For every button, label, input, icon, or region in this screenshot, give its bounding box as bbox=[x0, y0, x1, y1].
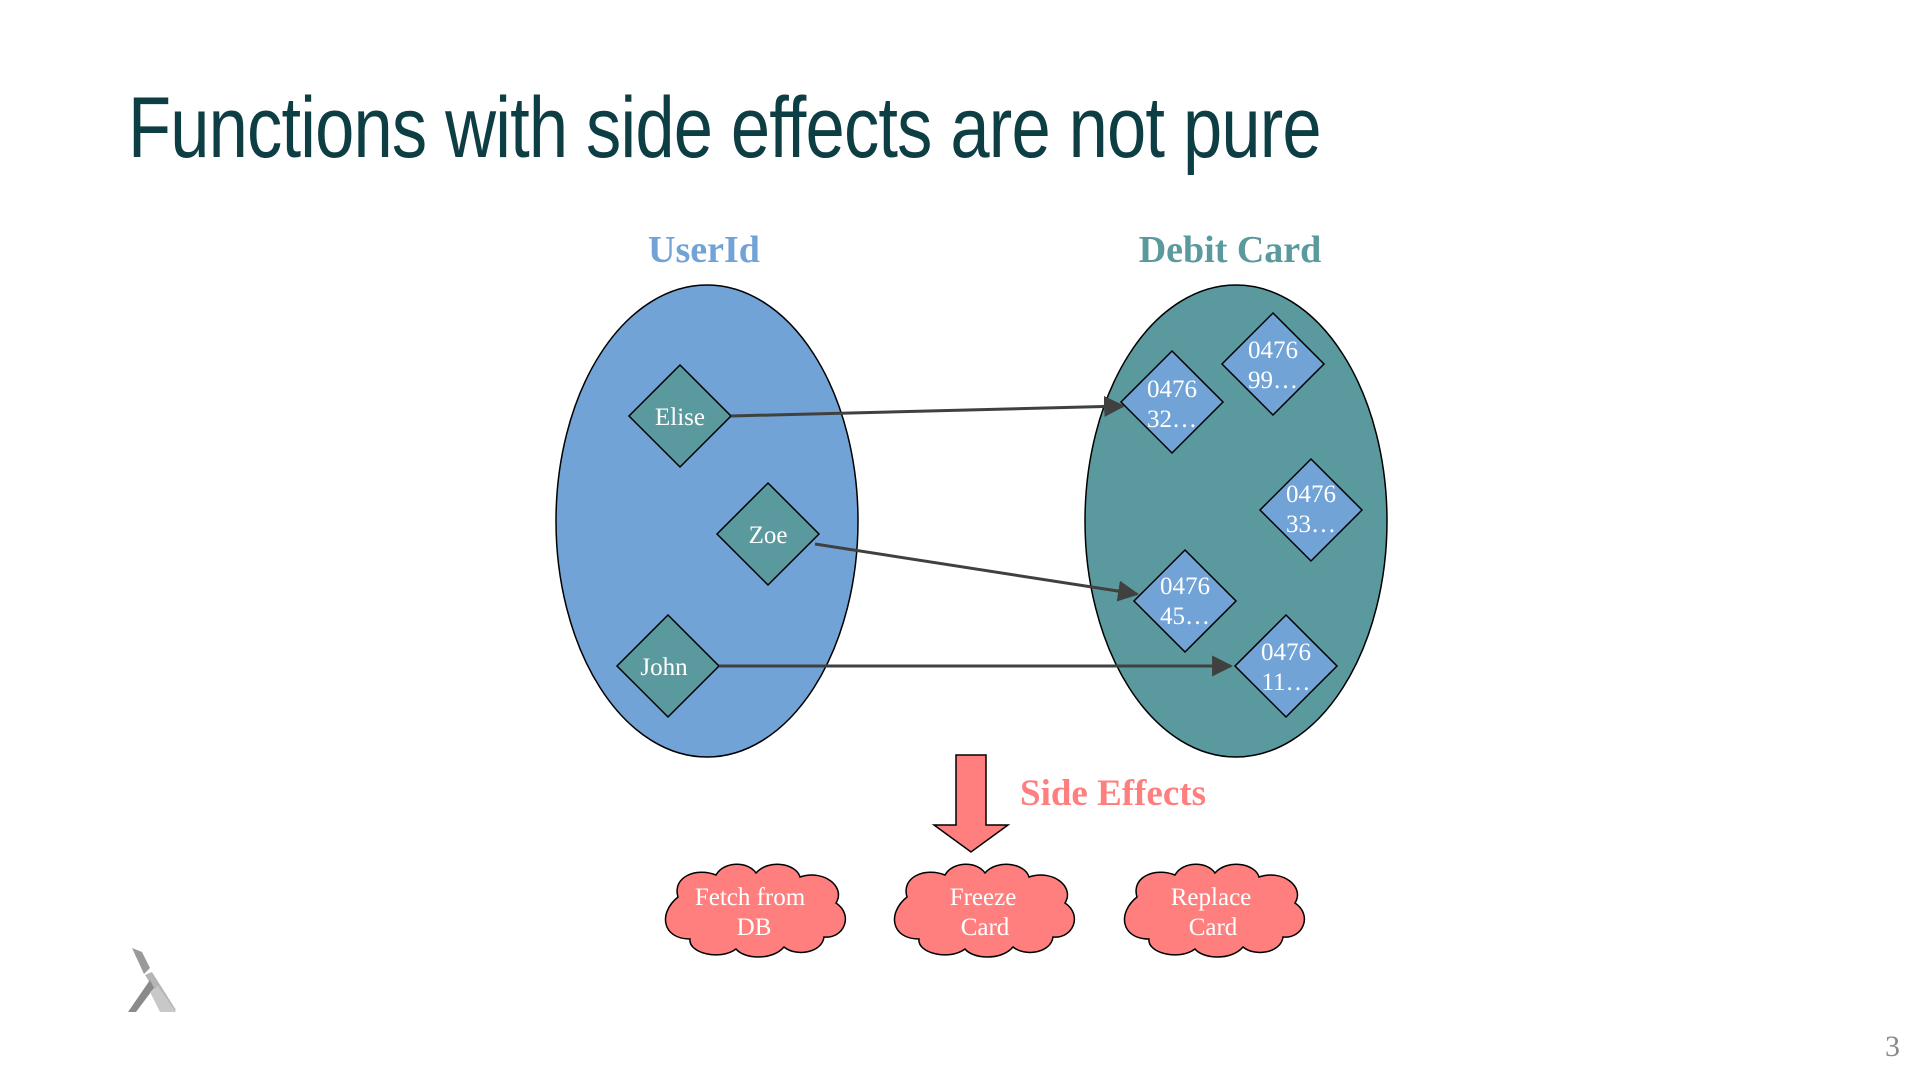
card-node-99: 0476 99… bbox=[1220, 311, 1326, 417]
user-node-label: Elise bbox=[655, 404, 705, 431]
card-number-top: 0476 bbox=[1261, 639, 1311, 666]
card-number-bottom: 32… bbox=[1147, 406, 1197, 433]
card-number-bottom: 45… bbox=[1160, 603, 1210, 630]
effect-label-top: Fetch from bbox=[695, 884, 806, 911]
card-node-11: 0476 11… bbox=[1233, 613, 1339, 719]
card-node-33: 0476 33… bbox=[1258, 457, 1364, 563]
effect-cloud-replace: Replace Card bbox=[1123, 863, 1306, 958]
mapping-arrow-zoe bbox=[814, 542, 1140, 602]
lambda-logo-icon bbox=[128, 948, 176, 1012]
effect-label-bottom: Card bbox=[961, 914, 1010, 941]
mapping-arrow-elise bbox=[730, 395, 1126, 418]
user-node-john: John bbox=[615, 613, 721, 719]
userid-set-label: UserId bbox=[648, 229, 760, 271]
user-node-label: Zoe bbox=[749, 522, 788, 549]
effect-label-top: Replace bbox=[1171, 884, 1252, 911]
effect-cloud-freeze: Freeze Card bbox=[893, 863, 1076, 958]
effect-label-top: Freeze bbox=[950, 884, 1017, 911]
card-number-top: 0476 bbox=[1160, 573, 1210, 600]
page-number: 3 bbox=[1885, 1030, 1900, 1063]
effect-label-bottom: DB bbox=[737, 914, 772, 941]
card-number-bottom: 99… bbox=[1248, 367, 1298, 394]
user-node-elise: Elise bbox=[627, 363, 733, 469]
user-node-label: John bbox=[640, 654, 688, 681]
card-number-bottom: 33… bbox=[1286, 511, 1336, 538]
slide-title: Functions with side effects are not pure bbox=[128, 80, 1322, 176]
side-effects-arrow bbox=[931, 754, 1011, 853]
userid-set bbox=[555, 284, 859, 758]
card-node-45: 0476 45… bbox=[1132, 548, 1238, 654]
debit-card-set-label: Debit Card bbox=[1139, 229, 1322, 271]
side-effects-label: Side Effects bbox=[1020, 773, 1206, 814]
user-node-zoe: Zoe bbox=[715, 481, 821, 587]
card-number-top: 0476 bbox=[1248, 337, 1298, 364]
effect-cloud-fetch: Fetch from DB bbox=[664, 863, 847, 958]
card-number-top: 0476 bbox=[1147, 376, 1197, 403]
card-node-32: 0476 32… bbox=[1119, 349, 1225, 455]
effect-label-bottom: Card bbox=[1189, 914, 1238, 941]
card-number-bottom: 11… bbox=[1261, 669, 1310, 696]
card-number-top: 0476 bbox=[1286, 481, 1336, 508]
